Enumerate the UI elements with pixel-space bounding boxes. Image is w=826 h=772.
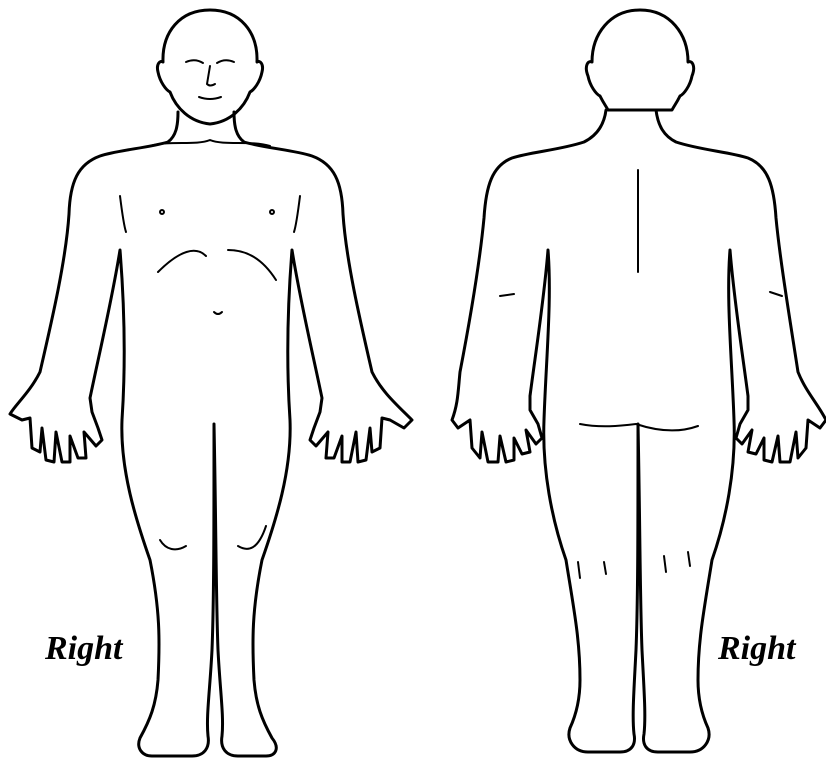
front-mouth (199, 97, 221, 99)
back-right-elbow (770, 292, 782, 296)
front-chest-line-right (228, 250, 276, 280)
front-left-armpit (120, 196, 126, 232)
front-right-knee (238, 526, 266, 549)
front-left-eye (186, 60, 203, 63)
front-right-armpit (294, 196, 300, 232)
back-left-elbow (500, 294, 514, 296)
front-right-eye (217, 60, 234, 63)
back-right-side-label: Right (718, 632, 795, 666)
back-left-knee (578, 562, 606, 578)
front-chest-line (158, 251, 206, 272)
front-navel (214, 312, 222, 314)
front-left-nipple (160, 210, 164, 214)
back-head (586, 10, 693, 110)
front-right-nipple (270, 210, 274, 214)
front-right-side-label: Right (45, 632, 122, 666)
front-left-knee (160, 540, 186, 549)
front-nose (207, 66, 215, 86)
back-right-knee (664, 552, 690, 572)
